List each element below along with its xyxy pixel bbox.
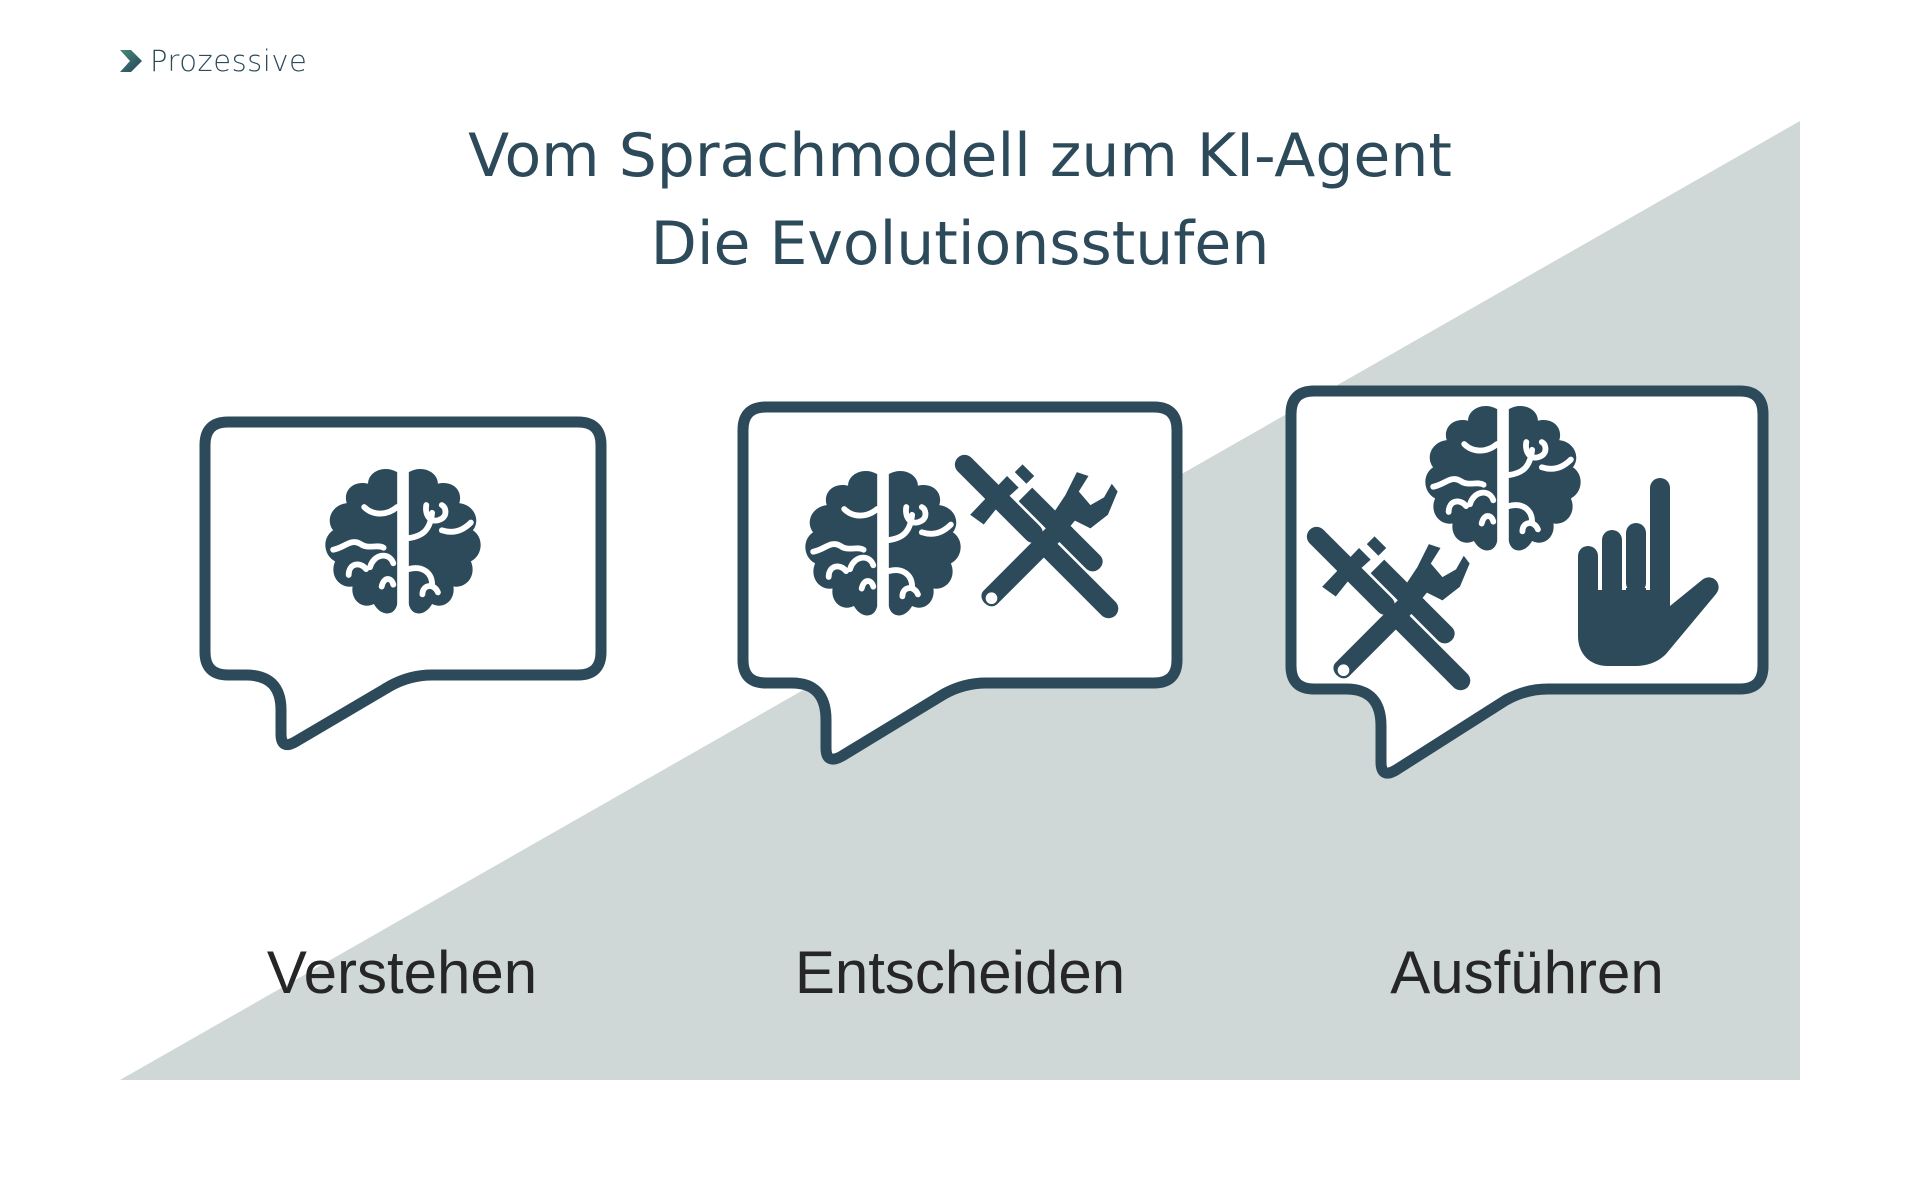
stage-2-speech-bubble [737, 401, 1183, 765]
stage-3-speech-bubble [1285, 385, 1769, 779]
chevron-right-icon [120, 50, 142, 72]
title-line-2: Die Evolutionsstufen [650, 209, 1270, 279]
stage-label-entscheiden: Entscheiden [794, 939, 1126, 1006]
title-line-1: Vom Sprachmodell zum KI-Agent [468, 121, 1452, 191]
page-title: Vom Sprachmodell zum KI-Agent Die Evolut… [0, 112, 1920, 288]
stage-label-verstehen: Verstehen [266, 939, 538, 1006]
stage-1-speech-bubble [199, 416, 607, 751]
brand-logo: Prozessive [118, 44, 307, 78]
stage-label-ausfuehren: Ausführen [1390, 939, 1664, 1006]
brand-name: Prozessive [150, 44, 308, 78]
